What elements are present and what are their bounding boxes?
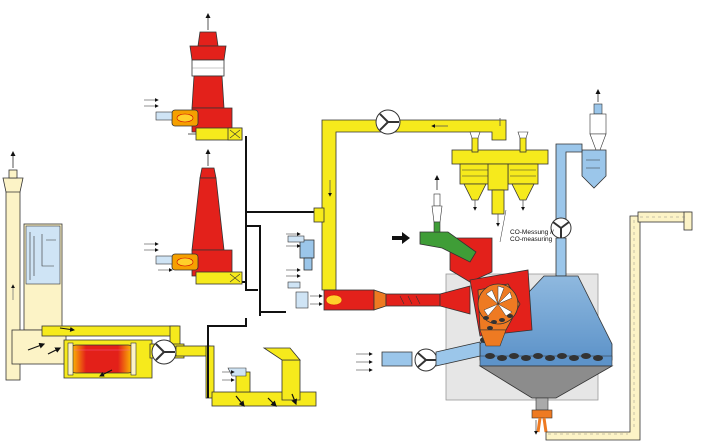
blue-storage-silo (479, 89, 613, 367)
green-material-feeder (392, 175, 477, 263)
lower-hot-gas-duct (211, 347, 317, 407)
bucket-elevator (545, 211, 693, 441)
upper-burner-tower (144, 13, 243, 141)
control-signal-lines (207, 136, 316, 398)
auxiliary-air-burner (286, 232, 315, 289)
dust-cyclone-icon (459, 163, 491, 201)
burner-flame-icon (176, 113, 194, 123)
main-burner-duct (295, 285, 471, 315)
fan-icon (414, 348, 438, 372)
fan-icon (375, 109, 401, 135)
discharge-cone (478, 365, 614, 435)
twin-dust-cyclones (451, 131, 549, 227)
dust-cyclone-icon (507, 163, 539, 201)
material-pellets (480, 337, 603, 361)
burner-flame-icon (176, 257, 194, 267)
fan-icon (149, 339, 185, 365)
burner-flame-icon (325, 294, 343, 306)
rotary-dryer-drum (41, 325, 181, 379)
cooling-air-fan (356, 341, 481, 372)
co-measurement-label-en: CO-measuring (510, 236, 553, 243)
co-measurement-label-de: CO-Messung // (510, 229, 554, 236)
feed-arrow-icon (392, 232, 410, 244)
middle-burner-tower (144, 149, 243, 285)
fan-icon (550, 217, 572, 239)
